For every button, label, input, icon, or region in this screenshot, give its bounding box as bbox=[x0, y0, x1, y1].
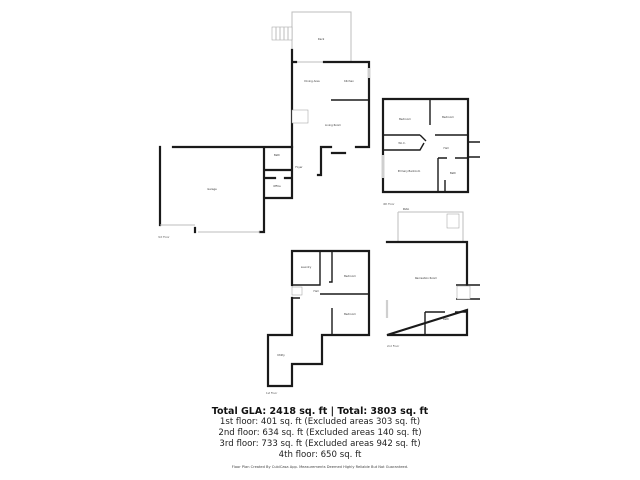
room-label: Primary Bedroom bbox=[398, 169, 421, 173]
deck-outline bbox=[291, 11, 352, 63]
floor-label: 1st Floor bbox=[266, 391, 278, 395]
room-label: Deck bbox=[318, 37, 325, 41]
room-label: Dining Area bbox=[304, 79, 320, 83]
floor-plan-drawing: Deck Dining Area Kitchen Living Room Bat… bbox=[158, 11, 480, 395]
room-label: Bedroom bbox=[344, 312, 356, 316]
room-label: Bath bbox=[450, 171, 456, 175]
lower-stairs bbox=[291, 286, 303, 296]
upper-level-outer-walls bbox=[381, 97, 470, 194]
lower-level-outer-walls bbox=[266, 249, 371, 388]
room-label: Garage bbox=[207, 187, 217, 191]
interior-stairs bbox=[291, 109, 309, 124]
floor-plan-3rd-floor: Deck Dining Area Kitchen Living Room Bat… bbox=[158, 11, 371, 239]
floor-plan-1st-floor: Laundry Bedroom Hall Bedroom Utility 1st… bbox=[266, 249, 371, 395]
garage-and-entry-walls bbox=[158, 145, 294, 234]
recreation-stairs bbox=[456, 285, 471, 300]
floor-plan-2nd-floor: Patio Recreation Room Bath 2nd Floor bbox=[385, 207, 480, 348]
room-label: Bath bbox=[443, 317, 449, 321]
recreation-interior-walls bbox=[424, 284, 480, 335]
room-label: W.I.C. bbox=[398, 141, 405, 145]
room-label: Bedroom bbox=[399, 117, 411, 121]
area-summary: Total GLA: 2418 sq. ft | Total: 3803 sq.… bbox=[0, 406, 640, 469]
room-label: Kitchen bbox=[344, 79, 354, 83]
room-label: Bedroom bbox=[442, 115, 454, 119]
upper-level-interior-walls bbox=[383, 99, 480, 192]
recreation-outer-walls bbox=[385, 240, 469, 337]
total-area: Total GLA: 2418 sq. ft | Total: 3803 sq.… bbox=[211, 406, 429, 417]
disclaimer: Floor Plan Created By CubiCasa App. Meas… bbox=[231, 465, 409, 469]
patio-stairs bbox=[446, 213, 460, 229]
room-label: Foyer bbox=[295, 165, 303, 169]
room-label: Bath bbox=[274, 153, 280, 157]
floor-area-line: 4th floor: 650 sq. ft bbox=[278, 450, 362, 460]
room-label: Utility bbox=[277, 353, 285, 357]
room-label: Laundry bbox=[301, 265, 312, 269]
floor-area-line: 2nd floor: 634 sq. ft (Excluded areas 14… bbox=[218, 428, 422, 438]
floor-label: 4th Floor bbox=[383, 202, 396, 206]
floor-plan-4th-floor: Bedroom Bedroom W.I.C. Hall Primary Bedr… bbox=[381, 97, 480, 206]
floor-area-line: 3rd floor: 733 sq. ft (Excluded areas 94… bbox=[219, 439, 421, 449]
room-label: Hall bbox=[444, 146, 449, 150]
floor-area-line: 1st floor: 401 sq. ft (Excluded areas 30… bbox=[219, 417, 421, 427]
room-label: Bedroom bbox=[344, 274, 356, 278]
room-label: Patio bbox=[403, 207, 410, 211]
patio-outline bbox=[397, 211, 464, 242]
deck-stairs bbox=[271, 26, 293, 41]
floor-label: 3rd Floor bbox=[158, 235, 171, 239]
room-label: Living Room bbox=[325, 123, 341, 127]
room-label: Recreation Room bbox=[415, 276, 438, 280]
room-label: Office bbox=[273, 184, 281, 188]
main-level-walls bbox=[290, 48, 371, 177]
lower-level-interior-walls bbox=[292, 251, 369, 335]
floor-label: 2nd Floor bbox=[387, 344, 400, 348]
room-label: Hall bbox=[314, 289, 319, 293]
